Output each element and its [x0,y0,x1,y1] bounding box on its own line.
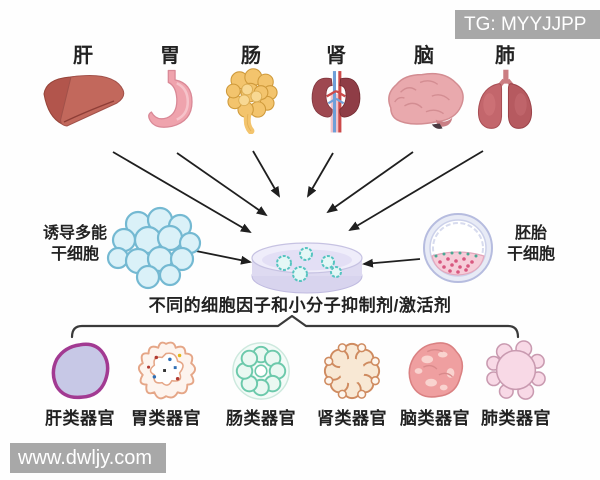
esc-label-line1: 胚胎 [514,225,547,242]
ipsc-label-line2: 干细胞 [50,246,99,263]
intestine-organoid-icon [232,342,290,400]
organoid-label-kidney: 肾类器官 [317,409,387,428]
ipsc-cluster-icon [106,206,202,290]
organ-label-intestine: 肠 [241,45,261,67]
organ-column-liver: 肝 [40,44,126,134]
organ-label-liver: 肝 [73,45,93,67]
liver-organoid-icon [51,342,110,400]
lung-organoid-icon [486,340,546,400]
organoid-column-intestine: 肠类器官 [215,340,307,429]
organoid-column-kidney: 肾类器官 [306,340,398,429]
kidney-organoid-icon [323,342,381,400]
ipsc-label-line1: 诱导多能 [42,225,107,242]
organ-column-stomach: 胃 [127,44,213,134]
organ-column-brain: 脑 [381,44,467,134]
converging-arrows [112,150,484,268]
organoid-column-brain: 脑类器官 [389,340,481,429]
organ-label-kidney: 肾 [326,45,346,67]
liver-icon [43,75,125,127]
brace [70,314,520,339]
organoid-label-stomach: 胃类器官 [131,409,201,428]
embryo-icon [423,213,493,283]
watermark-bottom-left: www.dwljy.com [10,443,166,473]
organ-label-brain: 脑 [414,45,434,67]
ipsc-label: 诱导多能 干细胞 [25,223,125,265]
esc-label-line2: 干细胞 [506,246,555,263]
esc-label: 胚胎 干细胞 [495,223,567,265]
organ-label-lung: 肺 [495,45,515,67]
organoid-label-intestine: 肠类器官 [226,409,296,428]
organ-label-stomach: 胃 [160,45,180,67]
organ-column-kidney: 肾 [293,44,379,134]
lung-icon [477,69,533,129]
brain-organoid-icon [408,342,464,398]
kidney-icon [311,71,361,133]
organoid-column-liver: 肝类器官 [34,340,126,429]
organoid-label-brain: 脑类器官 [400,409,470,428]
organoid-column-lung: 肺类器官 [470,340,562,429]
caption-factors: 不同的细胞因子和小分子抑制剂/激活剂 [148,296,452,315]
stomach-organoid-icon [137,341,197,400]
organoid-column-stomach: 胃类器官 [120,340,212,429]
organoid-label-lung: 肺类器官 [481,409,551,428]
intestine-icon [225,68,278,134]
watermark-top-right: TG: MYYJJPP [455,10,600,39]
organ-column-lung: 肺 [462,44,548,134]
stomach-icon [148,69,193,128]
organoid-label-liver: 肝类器官 [45,409,115,428]
petri-dish-icon [251,242,363,294]
brain-icon [388,72,464,129]
organ-column-intestine: 肠 [208,44,294,134]
